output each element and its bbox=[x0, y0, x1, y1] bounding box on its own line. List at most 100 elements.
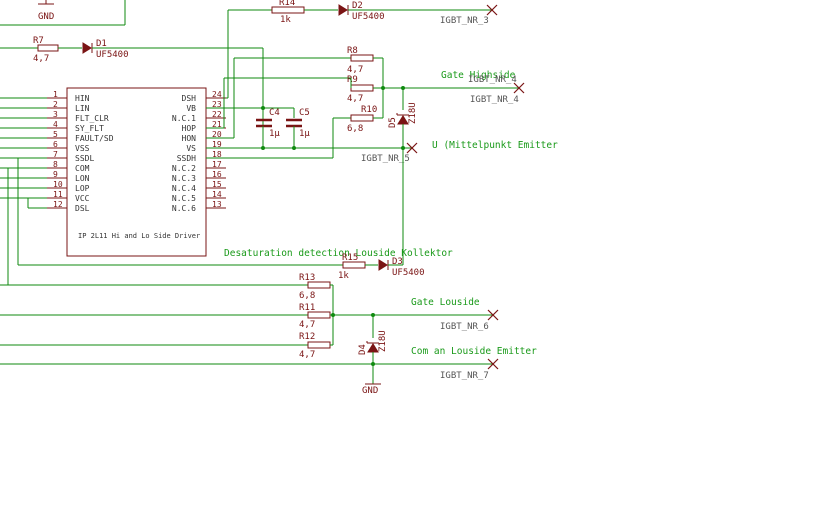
r13-resistor: R13 6,8 bbox=[299, 273, 331, 301]
ic-pin-name: HOP bbox=[182, 124, 197, 133]
net-label-igbt5: IGBT_NR_5 bbox=[361, 154, 410, 164]
ic-pin-number: 4 bbox=[53, 120, 58, 129]
ic-pin-name: DSL bbox=[75, 204, 90, 213]
ic-pin-number: 3 bbox=[53, 110, 58, 119]
ic-pin-number: 24 bbox=[212, 90, 222, 99]
ic-pin-name: VB bbox=[186, 104, 196, 113]
net-label-u-emitter: U (Mittelpunkt Emitter bbox=[432, 140, 558, 151]
net-label-igbt4b: IGBT_NR_4 bbox=[470, 95, 519, 105]
net-igbt6-x bbox=[487, 309, 499, 321]
r10-resistor: R10 6,8 bbox=[347, 105, 377, 134]
ic-pin-number: 9 bbox=[53, 170, 58, 179]
net-label-gate-low: Gate Louside bbox=[411, 297, 480, 308]
ic-pin-name: N.C.5 bbox=[172, 194, 196, 203]
r7-value: 4,7 bbox=[33, 54, 49, 64]
ic-pin-number: 11 bbox=[53, 190, 63, 199]
r13-value: 6,8 bbox=[299, 291, 315, 301]
r9-value: 4,7 bbox=[347, 94, 363, 104]
ic-pin-name: N.C.2 bbox=[172, 164, 196, 173]
ic-pin-number: 22 bbox=[212, 110, 222, 119]
ic-title: IP 2L11 Hi and Lo Side Driver bbox=[78, 232, 200, 240]
c4-capacitor: C4 1µ bbox=[256, 108, 280, 139]
ic-pin-number: 14 bbox=[212, 190, 222, 199]
r15-value: 1k bbox=[338, 271, 349, 281]
d4-zener: D4 Z18U bbox=[358, 330, 388, 355]
gnd-symbol-top: GND bbox=[38, 0, 54, 22]
ic-pin-name: FAULT/SD bbox=[75, 134, 114, 143]
ic-pin-number: 21 bbox=[212, 120, 222, 129]
c5-capacitor: C5 1µ bbox=[286, 108, 310, 139]
gnd-top-label: GND bbox=[38, 12, 54, 22]
r8-name: R8 bbox=[347, 46, 358, 56]
net-label-gate-high: Gate Highside bbox=[441, 70, 516, 81]
ic-pin-number: 5 bbox=[53, 130, 58, 139]
ic-pin-number: 7 bbox=[53, 150, 58, 159]
ic-pin-name: LIN bbox=[75, 104, 90, 113]
ic-pin-name: N.C.1 bbox=[172, 114, 196, 123]
ic-pin-name: N.C.4 bbox=[172, 184, 196, 193]
d4-name: D4 bbox=[358, 344, 368, 355]
driver-ic: IP 2L11 Hi and Lo Side Driver bbox=[66, 87, 207, 257]
d3-value: UF5400 bbox=[392, 268, 425, 278]
ic-pin-number: 23 bbox=[212, 100, 222, 109]
net-label-igbt7: IGBT_NR_7 bbox=[440, 371, 489, 381]
d5-name: D5 bbox=[388, 117, 398, 128]
d5-value: Z18U bbox=[408, 102, 418, 124]
c4-name: C4 bbox=[269, 108, 280, 118]
ic-pin-number: 15 bbox=[212, 180, 222, 189]
r10-value: 6,8 bbox=[347, 124, 363, 134]
ic-pin-name: VCC bbox=[75, 194, 90, 203]
r12-name: R12 bbox=[299, 332, 315, 342]
ic-pin-name: N.C.3 bbox=[172, 174, 196, 183]
r14-name: R14 bbox=[279, 0, 295, 8]
r14-value: 1k bbox=[280, 15, 291, 25]
r7-name: R7 bbox=[33, 36, 44, 46]
d3-name: D3 bbox=[392, 257, 403, 267]
d1-diode: D1 UF5400 bbox=[82, 39, 129, 60]
ic-pin-number: 12 bbox=[53, 200, 63, 209]
ic-pin-number: 19 bbox=[212, 140, 222, 149]
gnd-symbol-bottom: GND bbox=[362, 383, 381, 396]
ic-pin-name: VS bbox=[186, 144, 196, 153]
ic-pin-name: LON bbox=[75, 174, 90, 183]
ic-pin-name: SSDL bbox=[75, 154, 94, 163]
d2-diode: D2 UF5400 bbox=[338, 1, 385, 22]
r10-name: R10 bbox=[361, 105, 377, 115]
d3-diode: D3 UF5400 bbox=[378, 257, 425, 278]
d1-value: UF5400 bbox=[96, 50, 129, 60]
ic-pin-name: DSH bbox=[182, 94, 197, 103]
net-igbt4-x bbox=[513, 82, 525, 94]
d2-value: UF5400 bbox=[352, 12, 385, 22]
r15-name: R15 bbox=[342, 253, 358, 263]
ic-pin-number: 6 bbox=[53, 140, 58, 149]
c4-value: 1µ bbox=[269, 129, 280, 139]
r8-resistor: R8 4,7 bbox=[347, 46, 374, 75]
ic-pin-number: 13 bbox=[212, 200, 222, 209]
ic-pin-number: 18 bbox=[212, 150, 222, 159]
ic-pin-name: COM bbox=[75, 164, 90, 173]
ic-pin-name: FLT_CLR bbox=[75, 114, 109, 123]
ic-right-pins: 24DSH23VB22N.C.121HOP20HON19VS18SSDH17N.… bbox=[172, 90, 226, 213]
r13-name: R13 bbox=[299, 273, 315, 283]
ic-pin-number: 16 bbox=[212, 170, 222, 179]
r7-resistor: R7 4,7 bbox=[33, 36, 59, 64]
ic-pin-name: N.C.6 bbox=[172, 204, 196, 213]
ic-pin-name: VSS bbox=[75, 144, 90, 153]
gnd-bottom-label: GND bbox=[362, 386, 378, 396]
net-label-igbt3: IGBT_NR_3 bbox=[440, 16, 489, 26]
r11-name: R11 bbox=[299, 303, 315, 313]
r12-resistor: R12 4,7 bbox=[299, 332, 331, 360]
ic-pin-number: 17 bbox=[212, 160, 222, 169]
net-igbt5-x bbox=[406, 142, 418, 154]
ic-pin-number: 10 bbox=[53, 180, 63, 189]
d1-name: D1 bbox=[96, 39, 107, 49]
ic-pin-name: SSDH bbox=[177, 154, 196, 163]
net-label-igbt4a: IGBT_NR_4 bbox=[468, 75, 517, 85]
net-label-desat: Desaturation detection Louside Kollektor bbox=[224, 248, 453, 259]
ic-pin-number: 2 bbox=[53, 100, 58, 109]
ic-pin-name: HIN bbox=[75, 94, 90, 103]
ic-pin-number: 1 bbox=[53, 90, 58, 99]
c5-value: 1µ bbox=[299, 129, 310, 139]
